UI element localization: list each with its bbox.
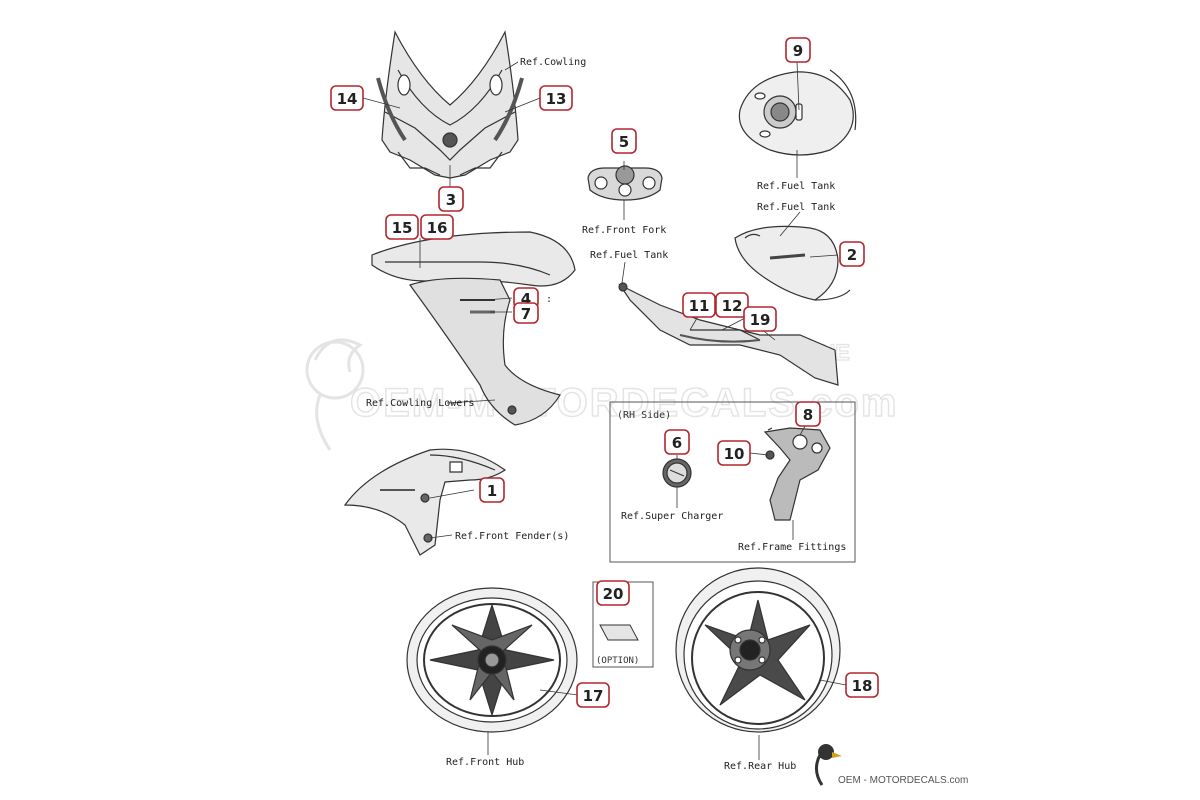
callouts: 14 13 3 5 9 2 15 16 4 7 11 12 19 8 6 10 …: [330, 37, 879, 708]
callout-6-label: 6: [672, 434, 682, 452]
callout-20-label: 20: [603, 585, 624, 603]
label-ref-fuel-tank-top: Ref.Fuel Tank: [757, 181, 835, 192]
callout-14: 14: [330, 85, 364, 111]
callout-18: 18: [845, 672, 879, 698]
callout-20: 20: [596, 580, 630, 606]
option-box: (OPTION): [592, 581, 654, 668]
callout-15-label: 15: [392, 219, 413, 237]
callout-3: 3: [438, 186, 464, 212]
upper-cowling-part: [376, 30, 524, 179]
rear-wheel-part: [675, 567, 841, 733]
callout-6: 6: [664, 429, 690, 455]
callout-12-label: 12: [722, 297, 743, 315]
callout-3-label: 3: [446, 191, 456, 209]
front-fork-bracket-part: [587, 165, 663, 201]
label-ref-fuel-tank-mid: Ref.Fuel Tank: [757, 202, 835, 213]
callout-1-label: 1: [487, 482, 497, 500]
callout-13-label: 13: [546, 90, 567, 108]
callout-4-label: 4: [521, 290, 531, 308]
label-ref-front-fender: Ref.Front Fender(s): [455, 531, 569, 542]
fuel-tank-side-part: [734, 225, 851, 301]
label-ref-front-fork: Ref.Front Fork: [582, 225, 666, 236]
reference-labels: Ref.Cowling Ref.Fuel Tank Ref.Fuel Tank …: [366, 57, 846, 772]
callout-12: 12: [715, 292, 749, 318]
callout-9: 9: [785, 37, 811, 63]
callout-9-label: 9: [793, 42, 803, 60]
option-sticker-part: [599, 624, 639, 641]
callout-16-label: 16: [427, 219, 448, 237]
callout-19-label: 19: [750, 311, 771, 329]
super-charger-cover-part: [662, 458, 692, 488]
label-ref-front-hub: Ref.Front Hub: [446, 757, 524, 768]
callout-5-label: 5: [619, 133, 629, 151]
lower-cowl-part: [618, 282, 839, 386]
option-label: (OPTION): [596, 656, 639, 666]
callout-19: 19: [743, 306, 777, 332]
callout-2-label: 2: [847, 246, 857, 264]
callout-11: 11: [682, 292, 716, 318]
callout-14-label: 14: [337, 90, 358, 108]
fuel-tank-top-part: [738, 69, 857, 156]
label-ref-super-charger: Ref.Super Charger: [621, 511, 723, 522]
callout-15: 15: [385, 214, 419, 240]
corner-logo-text: OEM - MOTORDECALS.com: [838, 775, 968, 786]
callout-18-label: 18: [852, 677, 873, 695]
frame-fitting-part: [763, 427, 831, 521]
callout-11-label: 11: [689, 297, 710, 315]
label-ref-fuel-tank-left: Ref.Fuel Tank: [590, 250, 668, 261]
callout-10: 10: [717, 440, 751, 466]
label-ref-rear-hub: Ref.Rear Hub: [724, 761, 796, 772]
colon-mark: :: [546, 294, 552, 305]
leader-lines: [362, 61, 847, 760]
front-fender-part: [343, 448, 507, 556]
callout-5: 5: [611, 128, 637, 154]
callout-13: 13: [539, 85, 573, 111]
rh-side-label: (RH Side): [617, 410, 671, 421]
callout-7: 7: [513, 302, 539, 324]
callout-7-label: 7: [521, 305, 531, 323]
label-ref-frame-fittings: Ref.Frame Fittings: [738, 542, 846, 553]
rh-side-box: (RH Side): [609, 401, 856, 563]
label-ref-cowling: Ref.Cowling: [520, 57, 586, 68]
bird-logo-icon: [815, 744, 842, 786]
callout-17-label: 17: [583, 687, 604, 705]
front-wheel-part: [406, 587, 578, 733]
label-ref-cowling-lowers: Ref.Cowling Lowers: [366, 398, 474, 409]
callout-8: 8: [795, 401, 821, 427]
watermark-logo-icon: [305, 338, 365, 451]
callout-17: 17: [576, 682, 610, 708]
callout-10-label: 10: [724, 445, 745, 463]
callout-2: 2: [839, 241, 865, 267]
callout-1: 1: [479, 477, 505, 503]
corner-logo: OEM - MOTORDECALS.com: [815, 744, 968, 786]
side-fairing-part: [371, 231, 576, 426]
callout-16: 16: [420, 214, 454, 240]
callout-8-label: 8: [803, 406, 813, 424]
